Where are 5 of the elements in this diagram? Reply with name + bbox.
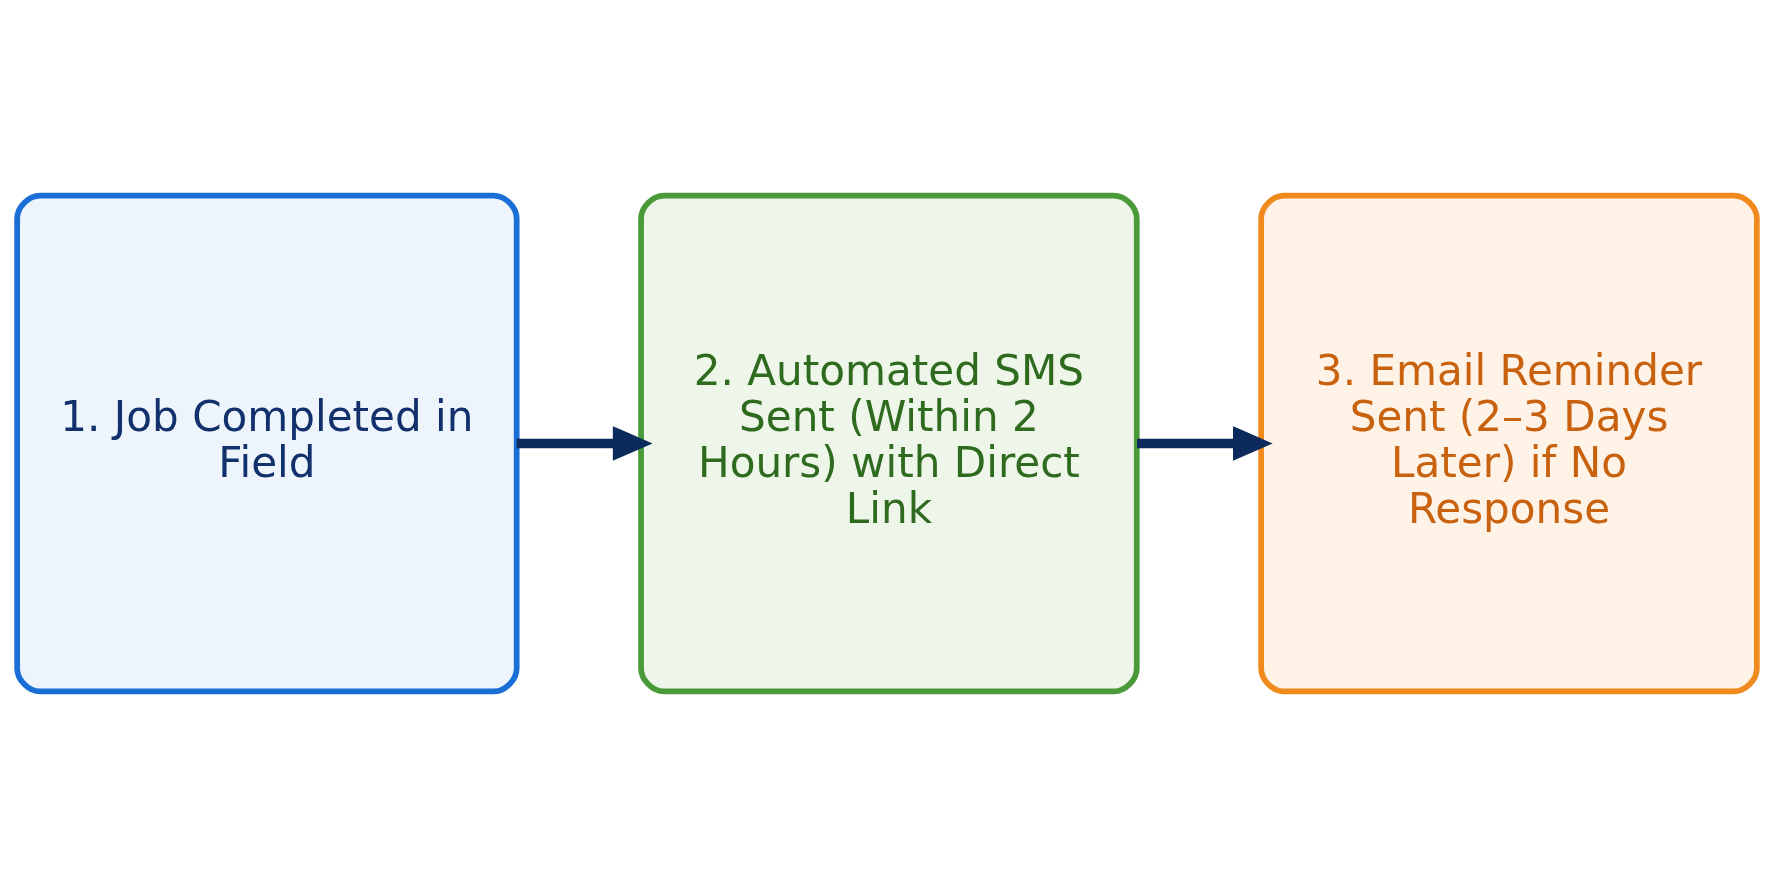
arrow (1137, 426, 1273, 461)
node-box: 1. Job Completed in Field (14, 192, 520, 695)
node-box: 3. Email Reminder Sent (2–3 Days Later) if No Response (1258, 192, 1760, 695)
node-box: 2. Automated SMS Sent (Within 2 Hours) with Direct Link (638, 192, 1140, 695)
arrow (516, 426, 653, 461)
